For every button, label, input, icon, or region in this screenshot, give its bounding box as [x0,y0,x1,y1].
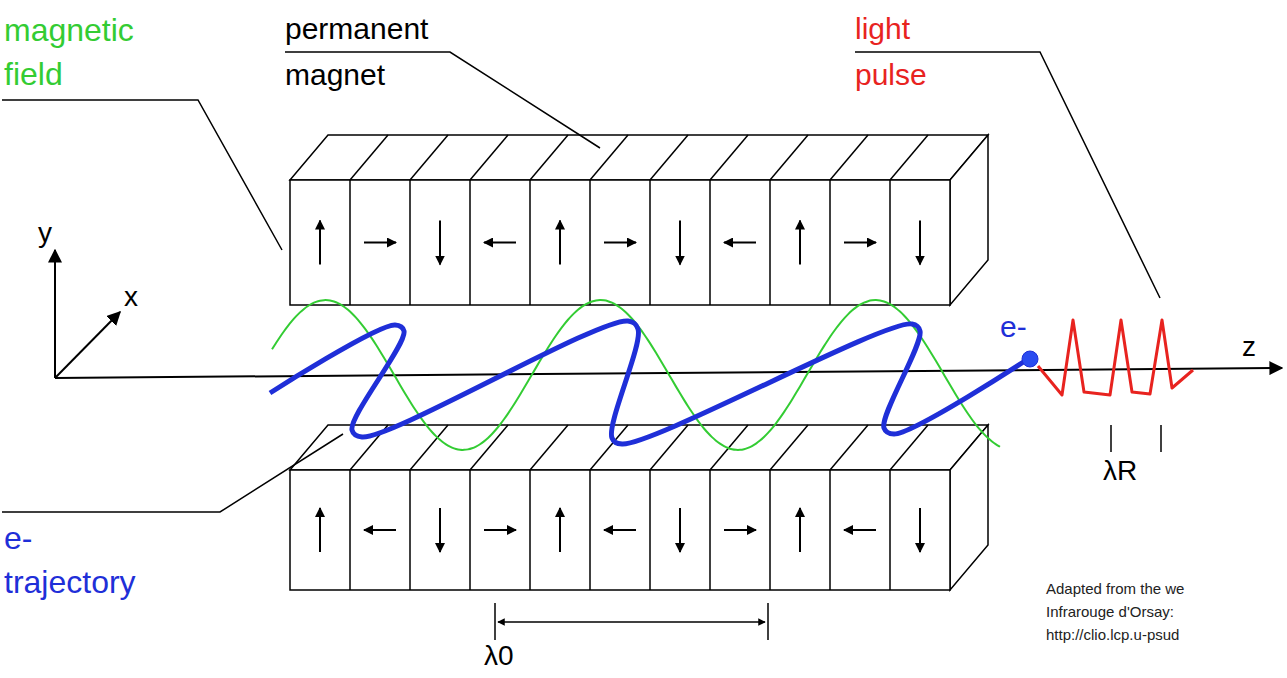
wavelength-label: λ0 [484,640,514,671]
credit-note: Adapted from the we [1046,578,1184,599]
electron-dot [1022,351,1038,367]
leader-lines [2,52,1160,512]
axis-label: y [38,218,52,248]
callout-label: light pulse [855,6,965,98]
axis-label: x [124,282,138,312]
callout-label: magnetic field [4,8,174,96]
credit-note: Infrarouge d'Orsay: [1046,601,1174,622]
callout-label: permanent magnet [285,6,485,98]
wavelength-label: λR [1103,455,1137,487]
credit-note: http://clio.lcp.u-psud [1046,624,1179,645]
electron-trajectory [270,321,1028,444]
permanent-magnet-top [290,135,988,305]
axis-label: z [1242,332,1256,362]
permanent-magnet-bottom [290,425,988,590]
light-pulse-wave [1038,320,1193,395]
particle-label: e- [1000,310,1027,344]
callout-label: e- trajectory [4,516,169,604]
